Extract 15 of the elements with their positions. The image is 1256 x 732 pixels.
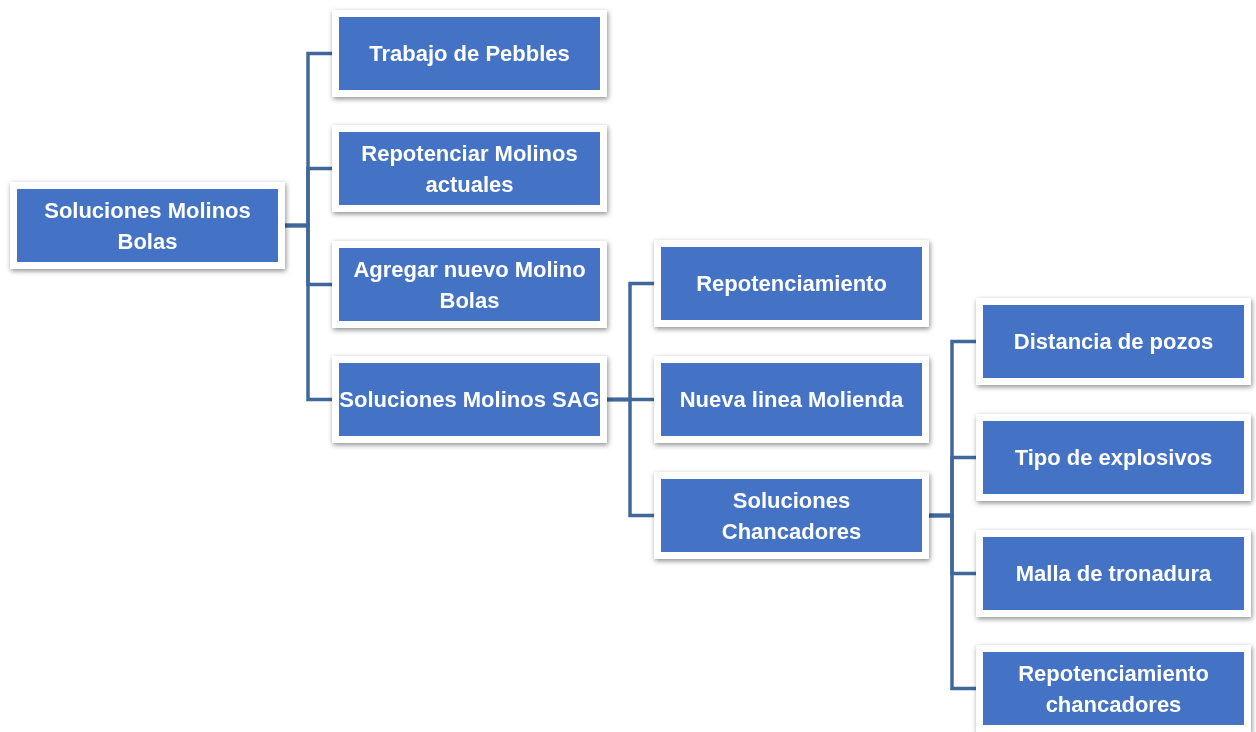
box-label: Soluciones Molinos SAG bbox=[339, 386, 600, 414]
box-label: Trabajo de Pebbles bbox=[369, 40, 570, 68]
box-label: Repotenciamiento bbox=[696, 270, 887, 298]
box-label: Nueva linea Molienda bbox=[679, 386, 904, 414]
connector-line bbox=[285, 223, 332, 402]
box-label: Repotenciamiento chancadores bbox=[1017, 659, 1210, 719]
connector-line bbox=[929, 513, 976, 691]
box-label: Agregar nuevo Molino Bolas bbox=[352, 255, 587, 315]
box-label: Soluciones Chancadores bbox=[720, 486, 863, 546]
box-label: Distancia de pozos bbox=[1013, 328, 1214, 356]
connector-line bbox=[607, 397, 654, 518]
box-label: Soluciones Molinos Bolas bbox=[43, 196, 252, 256]
box-label: Repotenciar Molinos actuales bbox=[360, 139, 579, 199]
box-label: Malla de tronadura bbox=[1015, 560, 1212, 588]
box-label: Tipo de explosivos bbox=[1014, 444, 1213, 472]
